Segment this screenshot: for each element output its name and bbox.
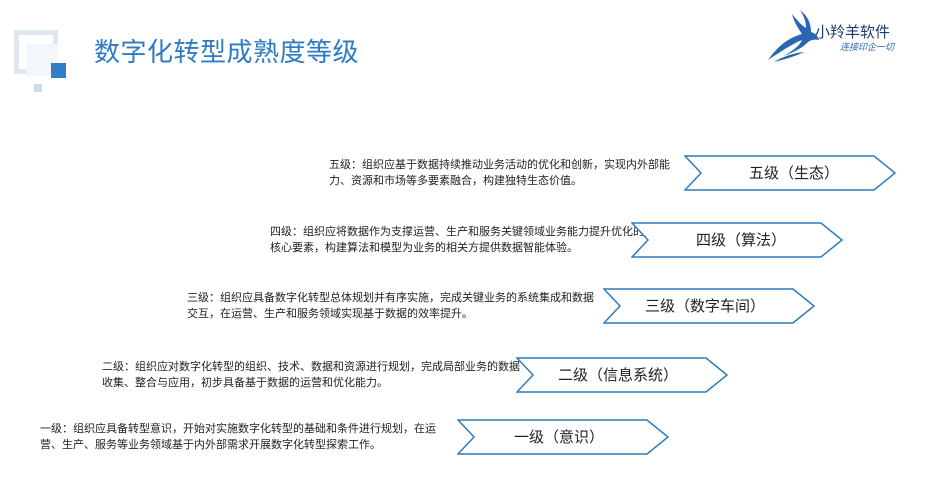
level-description: 一级：组织应具备转型意识，开始对实施数字化转型的基础和条件进行规划，在运营、生产…: [40, 422, 436, 451]
level-description: 二级：组织应对数字化转型的组织、技术、数据和资源进行规划，完成局部业务的数据收集…: [102, 360, 520, 389]
level-name: 四级（算法）: [695, 231, 786, 249]
decor-square-blue: [51, 63, 66, 78]
level-name: 三级（数字车间）: [644, 297, 765, 315]
page-title: 数字化转型成熟度等级: [94, 38, 360, 68]
brand-logo: 小羚羊软件 连接印企一切: [764, 6, 940, 64]
level-chevron: 四级（算法）: [631, 222, 843, 258]
level-name: 一级（意识）: [513, 428, 604, 446]
decor-square-small: [34, 84, 42, 92]
level-description: 四级：组织应将数据作为支撑运营、生产和服务关键领域业务能力提升优化的核心要素，构…: [270, 225, 644, 254]
level-description: 五级：组织应基于数据持续推动业务活动的优化和创新，实现内外部能力、资源和市场等多…: [329, 158, 670, 187]
level-description: 三级：组织应具备数字化转型总体规划并有序实施，完成关键业务的系统集成和数据交互，…: [187, 291, 594, 320]
level-chevron: 三级（数字车间）: [603, 288, 815, 324]
level-chevron: 五级（生态）: [684, 155, 896, 191]
level-chevron: 一级（意识）: [457, 419, 669, 455]
antelope-logo-icon: [768, 10, 819, 62]
level-chevron: 二级（信息系统）: [516, 357, 728, 393]
brand-name: 小羚羊软件: [815, 23, 891, 41]
level-name: 二级（信息系统）: [557, 366, 678, 384]
level-name: 五级（生态）: [748, 164, 839, 182]
brand-slogan: 连接印企一切: [840, 43, 895, 53]
